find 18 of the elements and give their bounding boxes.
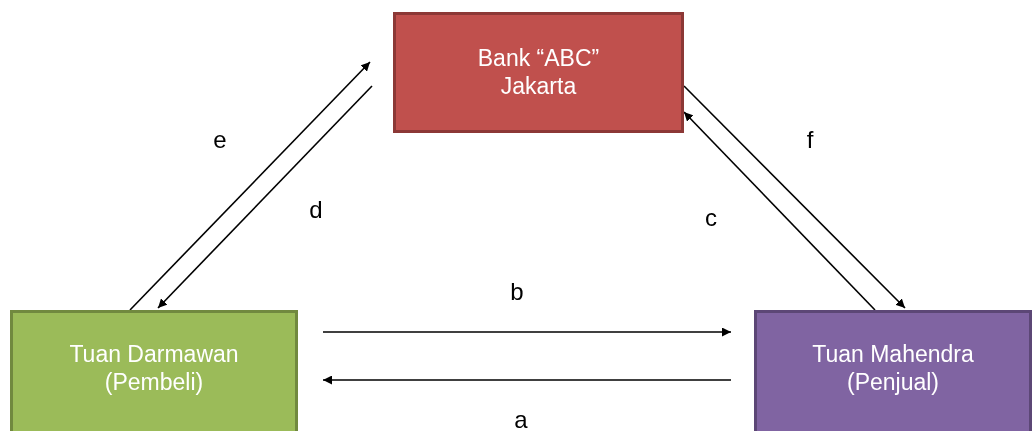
entity-box [393,12,684,133]
box-label: Tuan Mahendra (Penjual) [811,341,975,397]
edge-label: e [213,126,227,154]
entity-box [10,310,298,431]
edge-label: f [806,126,814,154]
arrow [322,375,732,385]
edge-label: d [309,196,323,224]
arrow [683,111,876,311]
box-label: Bank “ABC” Jakarta [476,44,601,101]
arrow [157,85,373,309]
entity-box [754,310,1032,431]
arrow [322,327,732,337]
edge-label: b [510,278,524,306]
edge-label: c [705,204,717,232]
arrow [683,85,906,309]
box-label: Tuan Darmawan (Pembeli) [68,341,240,397]
arrow [129,61,371,311]
edge-label: a [514,406,528,431]
